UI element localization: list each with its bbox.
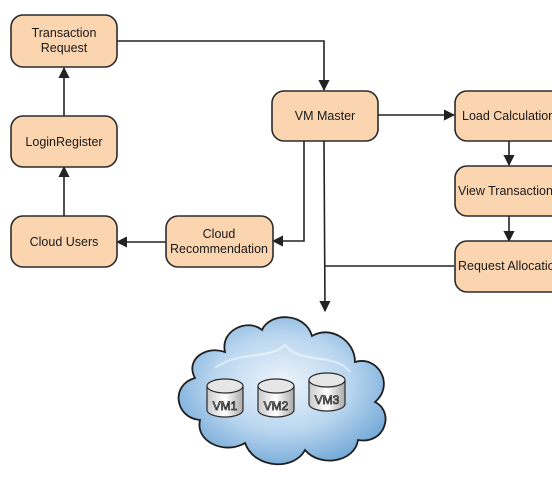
node-transaction-request-line2: Request <box>41 41 88 55</box>
node-request-allocation: Request Allocation <box>454 240 552 293</box>
node-cloud-recommendation: Cloud Recommendation <box>165 215 274 268</box>
vm1-disk-icon: VM1 <box>206 378 244 418</box>
vm2-label: VM2 <box>264 399 289 413</box>
node-login-register-label: LoginRegister <box>25 135 102 149</box>
edge-transaction-to-vm-master <box>117 40 330 92</box>
edge-vm-master-to-cloud <box>319 140 331 313</box>
vm3-label: VM3 <box>315 393 340 407</box>
edge-vm-master-to-recommendation <box>271 141 305 247</box>
node-cloud-users-label: Cloud Users <box>30 235 99 249</box>
vm2-disk-icon: VM2 <box>257 378 295 418</box>
node-vm-master-label: VM Master <box>295 109 355 123</box>
node-request-allocation-label: Request Allocation <box>458 259 552 273</box>
node-view-transactions-label: View Transactions <box>458 184 552 198</box>
node-login-register: LoginRegister <box>10 115 118 168</box>
node-transaction-request: Transaction Request <box>10 14 118 68</box>
vm3-disk-icon: VM3 <box>308 372 346 412</box>
vm1-label: VM1 <box>213 399 238 413</box>
node-vm-master: VM Master <box>271 90 379 142</box>
node-cloud-users: Cloud Users <box>10 215 118 268</box>
node-transaction-request-line1: Transaction <box>32 26 97 40</box>
node-load-calculation-label: Load Calculation <box>462 109 552 123</box>
node-cloud-recommendation-line1: Cloud <box>203 227 236 241</box>
node-cloud-recommendation-line2: Recommendation <box>170 242 268 256</box>
node-view-transactions: View Transactions <box>454 165 552 217</box>
node-load-calculation: Load Calculation <box>454 90 552 142</box>
